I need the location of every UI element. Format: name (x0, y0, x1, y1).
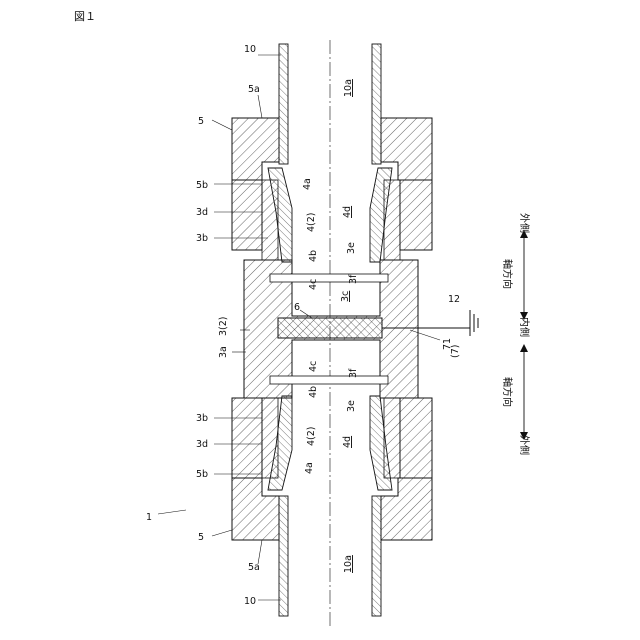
label-7: (7) (450, 345, 461, 358)
label-4-2-bottom: 4(2) (306, 426, 317, 446)
label-5b-bottom: 5b (196, 469, 208, 480)
label-3e-bottom: 3e (346, 400, 357, 412)
sensor (278, 318, 382, 338)
label-5a-top: 5a (248, 84, 260, 95)
label-4d-top: 4d (342, 206, 353, 218)
label-3c: 3c (340, 291, 351, 302)
label-4c-bottom: 4c (308, 361, 319, 372)
label-5b-top: 5b (196, 180, 208, 191)
label-3b-bottom: 3b (196, 413, 208, 424)
label-4b-bottom: 4b (308, 386, 319, 398)
label-3d-bottom: 3d (196, 439, 208, 450)
label-10a-bottom: 10a (343, 555, 354, 573)
label-3-2: 3(2) (218, 316, 229, 336)
direction-axial-top: 軸方向 (501, 259, 514, 289)
direction-inner: 内側 (518, 317, 531, 337)
label-10-top: 10 (244, 44, 256, 55)
label-3f-bottom: 3f (348, 368, 359, 378)
label-1: 1 (146, 512, 152, 523)
label-10a-top: 10a (343, 79, 354, 97)
direction-indicator: 外側 軸方向 内側 軸方向 外側 (501, 213, 531, 455)
label-4d-bottom: 4d (342, 436, 353, 448)
label-5-bottom: 5 (198, 532, 204, 543)
label-3e-top: 3e (346, 242, 357, 254)
label-5a-bottom: 5a (248, 562, 260, 573)
label-3d-top: 3d (196, 207, 208, 218)
label-4b-top: 4b (308, 250, 319, 262)
label-12: 12 (448, 294, 460, 305)
direction-outer-bottom: 外側 (518, 435, 531, 455)
label-4-2-top: 4(2) (306, 212, 317, 232)
label-4c-top: 4c (308, 279, 319, 290)
label-5-top: 5 (198, 116, 204, 127)
label-4a-bottom: 4a (304, 462, 315, 474)
figure-title: 図１ (74, 10, 96, 23)
label-3f-top: 3f (348, 274, 359, 284)
label-10-bottom: 10 (244, 596, 256, 607)
label-6: 6 (294, 302, 300, 313)
label-3a: 3a (218, 346, 229, 358)
direction-outer-top: 外側 (518, 213, 531, 233)
label-3b-top: 3b (196, 233, 208, 244)
direction-axial-bottom: 軸方向 (501, 377, 514, 407)
label-4a-top: 4a (302, 178, 313, 190)
